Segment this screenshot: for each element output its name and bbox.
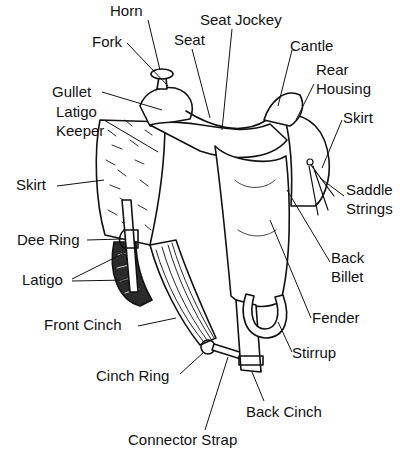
leader-line (148, 20, 160, 70)
dee-ring (120, 230, 139, 248)
front-cinch (150, 240, 216, 345)
leader-line (205, 357, 228, 430)
part-label: Skirt (16, 175, 46, 194)
part-label: Dee Ring (17, 230, 80, 249)
latigo-strap (122, 200, 138, 292)
leader-line (72, 252, 126, 279)
part-label: Seat Jockey (200, 10, 282, 29)
cinch-strands (156, 243, 214, 341)
leader-line (180, 352, 204, 374)
part-label: Gullet (52, 82, 91, 101)
part-label: Latigo Keeper (56, 102, 120, 140)
leader-line (278, 322, 292, 352)
part-label: Seat (174, 30, 205, 49)
part-label: Cinch Ring (96, 366, 169, 385)
leader-line (192, 49, 210, 118)
part-label: Skirt (343, 108, 373, 127)
leader-line (87, 239, 122, 240)
leader-line (287, 190, 330, 262)
part-label: Front Cinch (44, 315, 122, 334)
leader-line (57, 180, 104, 186)
drawing-stroke (307, 159, 313, 165)
part-label: Back Cinch (246, 402, 322, 421)
leader-line (102, 92, 162, 110)
part-label: Saddle Strings (346, 180, 400, 218)
part-label: Horn (110, 1, 143, 20)
drawing-stroke (309, 165, 334, 215)
leader-line (72, 280, 128, 281)
back-cinch-buckle (239, 356, 263, 365)
part-label: Fender (312, 308, 360, 327)
drawing-stroke (156, 243, 214, 341)
cantle (264, 93, 303, 126)
leader-line (296, 84, 314, 120)
part-label: Stirrup (292, 343, 336, 362)
leader-line (104, 120, 158, 152)
saddle-strings (307, 159, 334, 215)
leader-line (322, 120, 342, 168)
part-label: Rear Housing (316, 60, 386, 98)
leader-line (320, 178, 344, 196)
horn-cap (151, 69, 173, 79)
fender (215, 146, 289, 306)
drawing-stroke (235, 180, 276, 236)
right-stirrup (243, 294, 286, 338)
part-label: Fork (92, 32, 122, 51)
leader-line (278, 50, 292, 106)
leader-line (252, 372, 264, 401)
part-label: Cantle (290, 36, 333, 55)
leader-line (127, 43, 168, 86)
part-label: Back Billet (331, 248, 381, 286)
part-label: Connector Strap (128, 430, 237, 449)
leader-line (138, 318, 176, 326)
fender-tooling (235, 180, 276, 236)
part-label: Latigo (22, 270, 63, 289)
leader-lines (57, 20, 344, 430)
fork-swell (140, 88, 192, 126)
saddle-drawing (96, 69, 334, 372)
leader-line (270, 220, 311, 318)
leader-line (222, 29, 232, 130)
